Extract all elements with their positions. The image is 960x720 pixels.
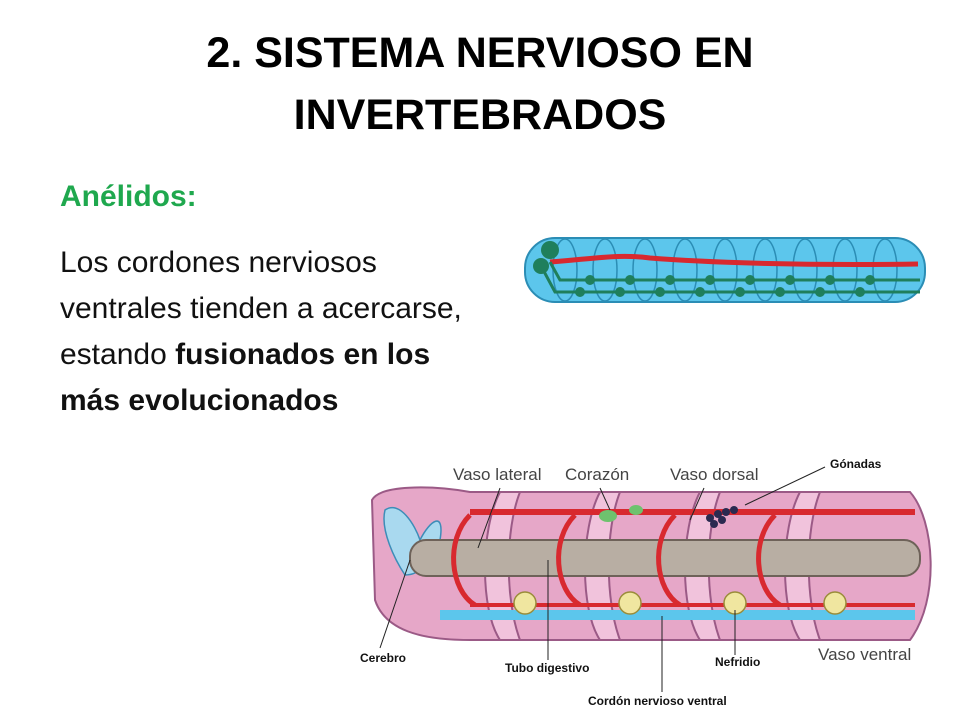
- label-vaso-lateral: Vaso lateral: [453, 465, 542, 484]
- segmental-ganglia: [575, 275, 875, 297]
- body-normal-text: Los cordones nerviosos ventrales tienden…: [60, 246, 462, 371]
- label-vaso-dorsal: Vaso dorsal: [670, 465, 759, 484]
- label-gonadas: Gónadas: [830, 457, 882, 471]
- title-line-2: INVERTEBRADOS: [293, 91, 667, 139]
- subesophageal-ganglion: [533, 258, 549, 274]
- cerebral-ganglion: [541, 241, 559, 259]
- anatomy-diagram: [370, 486, 932, 641]
- nerve-cord-upper: [548, 261, 920, 282]
- section-subtitle: Anélidos:: [60, 180, 197, 213]
- title-line-1: 2. SISTEMA NERVIOSO EN: [206, 29, 754, 77]
- heart-right: [629, 505, 643, 515]
- nephridia: [513, 591, 847, 615]
- body-paragraph: Los cordones nerviosos ventrales tienden…: [60, 240, 490, 424]
- label-vaso-ventral: Vaso ventral: [818, 645, 911, 664]
- label-nefridio: Nefridio: [715, 655, 760, 669]
- dorsal-vessel: [549, 253, 919, 268]
- label-cordon-nervioso: Cordón nervioso ventral: [588, 694, 727, 708]
- heart-left: [599, 510, 617, 522]
- label-corazon: Corazón: [565, 465, 629, 484]
- lateral-vessels: [451, 513, 782, 608]
- segment-rings: [552, 238, 898, 302]
- nerve-cord-lower: [538, 263, 920, 294]
- page-title: 2. SISTEMA NERVIOSO EN INVERTEBRADOS: [0, 22, 960, 146]
- digestive-tube: [409, 539, 921, 577]
- label-cerebro: Cerebro: [360, 651, 406, 665]
- worm-tube-diagram: [524, 237, 926, 303]
- body-bold-text: fusionados en los más evolucionados: [60, 338, 431, 417]
- leader-lines: [379, 466, 826, 692]
- gonads: [706, 506, 738, 528]
- label-tubo-digestivo: Tubo digestivo: [505, 661, 589, 675]
